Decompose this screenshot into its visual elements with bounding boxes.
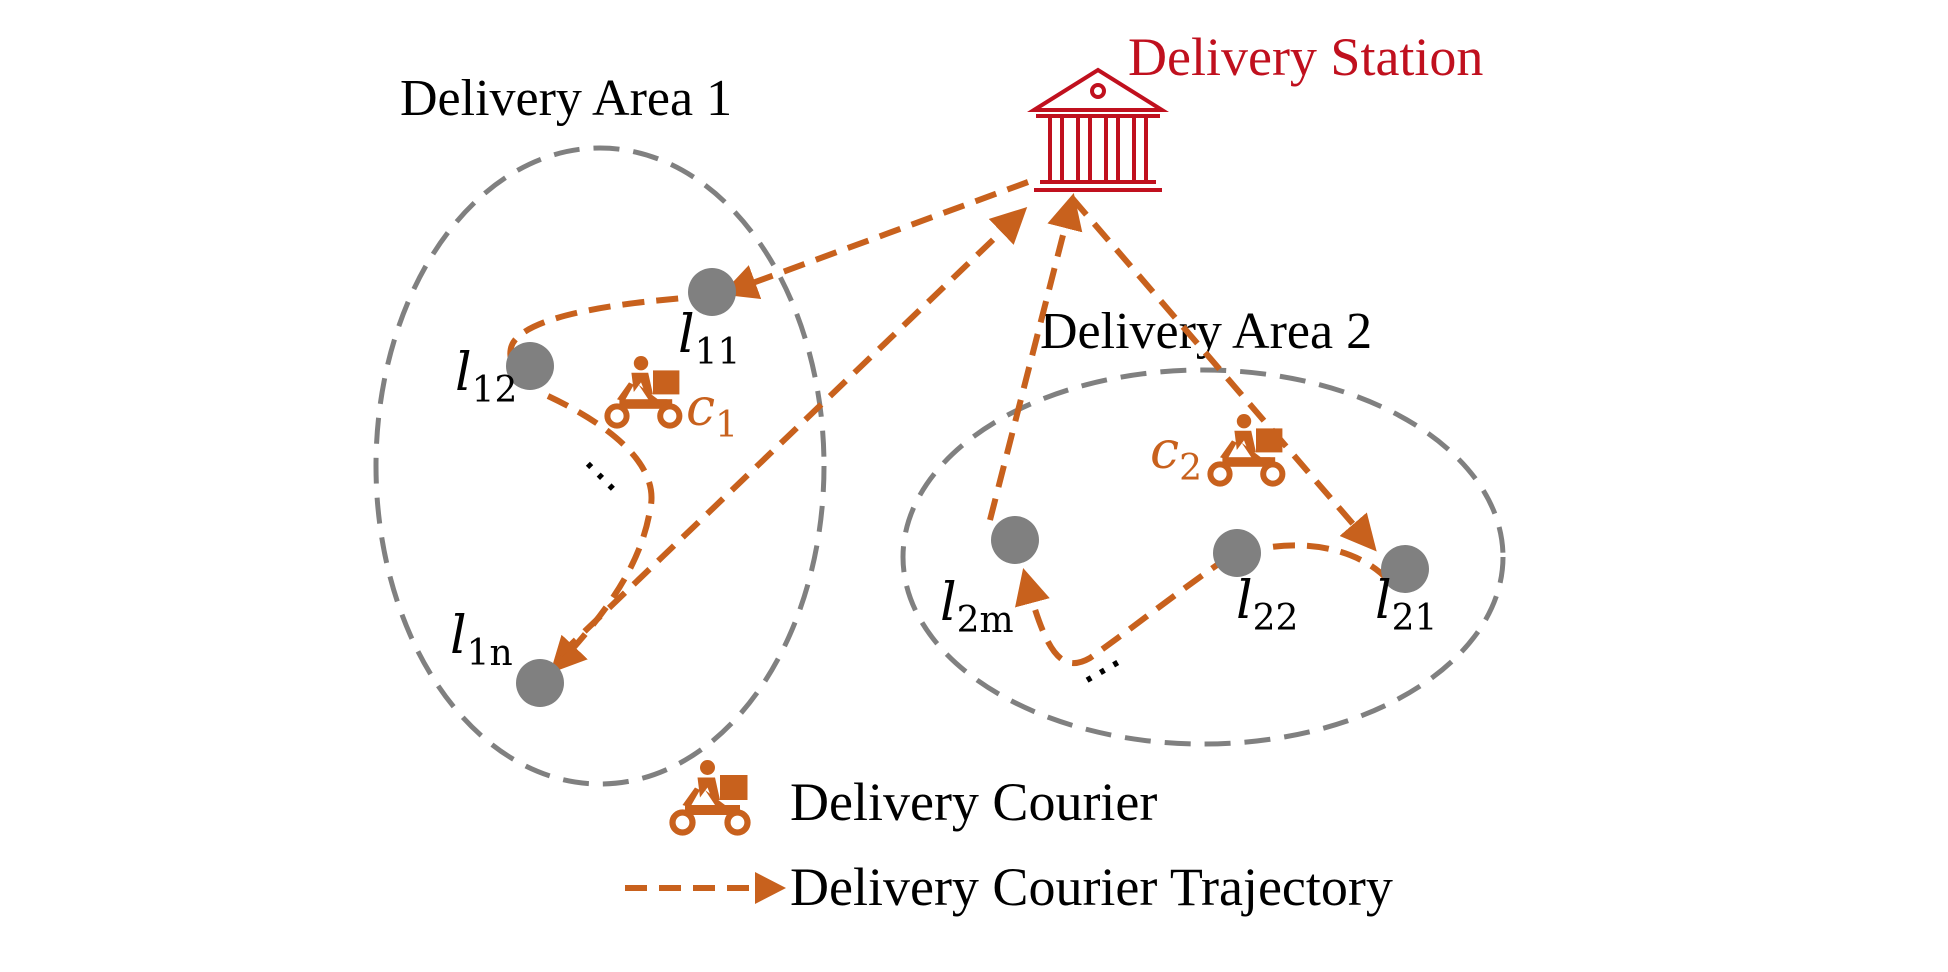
courier-scooter-icon <box>673 760 748 833</box>
trajectory-l1n-to-station <box>557 207 1028 658</box>
trajectory-l21-to-l22 <box>1264 542 1391 583</box>
trajectory-station-to-l21 <box>1069 196 1377 552</box>
courier-scooter-icon <box>607 356 679 426</box>
delivery-area-1-boundary <box>373 145 827 787</box>
delivery-area-2-boundary <box>900 367 1506 747</box>
legend-courier-label: Delivery Courier <box>790 772 1157 832</box>
location-label-l11: l11 <box>678 305 740 373</box>
area-1-label: Delivery Area 1 <box>400 70 732 127</box>
ellipsis-area-2: ⋯ <box>1069 637 1134 704</box>
courier-label-c1: c1 <box>686 378 738 446</box>
bank-building-icon <box>1027 67 1169 192</box>
area-2-label: Delivery Area 2 <box>1040 303 1372 360</box>
location-label-l22: l22 <box>1236 571 1298 639</box>
ellipsis-area-1: ⋯ <box>567 441 636 510</box>
dashed-arrow-icon <box>625 872 786 904</box>
trajectory-l12-to-l1n <box>546 393 655 674</box>
location-node-l11 <box>688 268 736 316</box>
trajectory-l11-to-l12 <box>507 293 713 393</box>
location-node-l21 <box>1381 545 1429 593</box>
trajectory-l22-to-l2m <box>1015 553 1232 666</box>
location-node-l12 <box>506 342 554 390</box>
location-label-l1n: l1n <box>450 606 513 674</box>
courier-label-c2: c2 <box>1150 421 1202 489</box>
location-label-l12: l12 <box>455 343 517 411</box>
location-node-l1n <box>516 659 564 707</box>
trajectory-l2m-to-station <box>987 193 1083 521</box>
courier-trajectories <box>507 179 1391 674</box>
trajectory-station-to-l11 <box>721 179 1030 299</box>
courier-scooter-icon <box>1210 414 1282 484</box>
location-label-l2m: l2m <box>940 573 1014 641</box>
location-node-l2m <box>991 516 1039 564</box>
location-label-l21: l21 <box>1375 571 1437 639</box>
legend: Delivery Courier Delivery Courier Trajec… <box>625 760 1393 917</box>
location-node-l22 <box>1213 529 1261 577</box>
station-label: Delivery Station <box>1128 27 1483 87</box>
legend-trajectory-label: Delivery Courier Trajectory <box>790 857 1393 917</box>
